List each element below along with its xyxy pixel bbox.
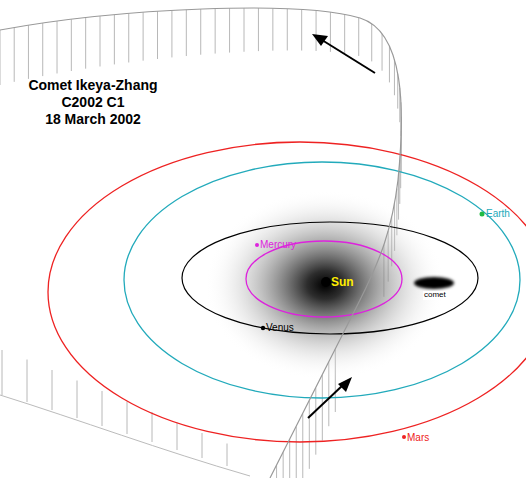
planet-label: Mercury [260, 239, 296, 250]
title-text: Comet Ikeya-Zhang [18, 78, 168, 93]
earth-dot [480, 212, 485, 217]
planet-label: Venus [266, 322, 294, 333]
motion-arrows [308, 34, 375, 418]
mars-dot [402, 435, 406, 439]
comet-label: comet [423, 291, 447, 300]
mercury-orbit [246, 241, 402, 317]
sun-glow [205, 190, 445, 380]
sun-label: Sun [331, 276, 354, 289]
mars-orbit [48, 142, 526, 442]
planet-label: Mars [407, 432, 429, 443]
earth-orbit [124, 162, 520, 398]
comet-orbit-near [0, 395, 250, 476]
comet-head [414, 277, 454, 289]
sun-dot [321, 277, 331, 287]
mercury-dot [255, 243, 259, 247]
comet-orbit [0, 8, 401, 478]
planet-label: Earth [486, 208, 510, 219]
venus-orbit [182, 222, 478, 334]
venus-dot [261, 326, 265, 330]
designation-text: C2002 C1 [18, 95, 168, 110]
date-text: 18 March 2002 [18, 112, 168, 127]
